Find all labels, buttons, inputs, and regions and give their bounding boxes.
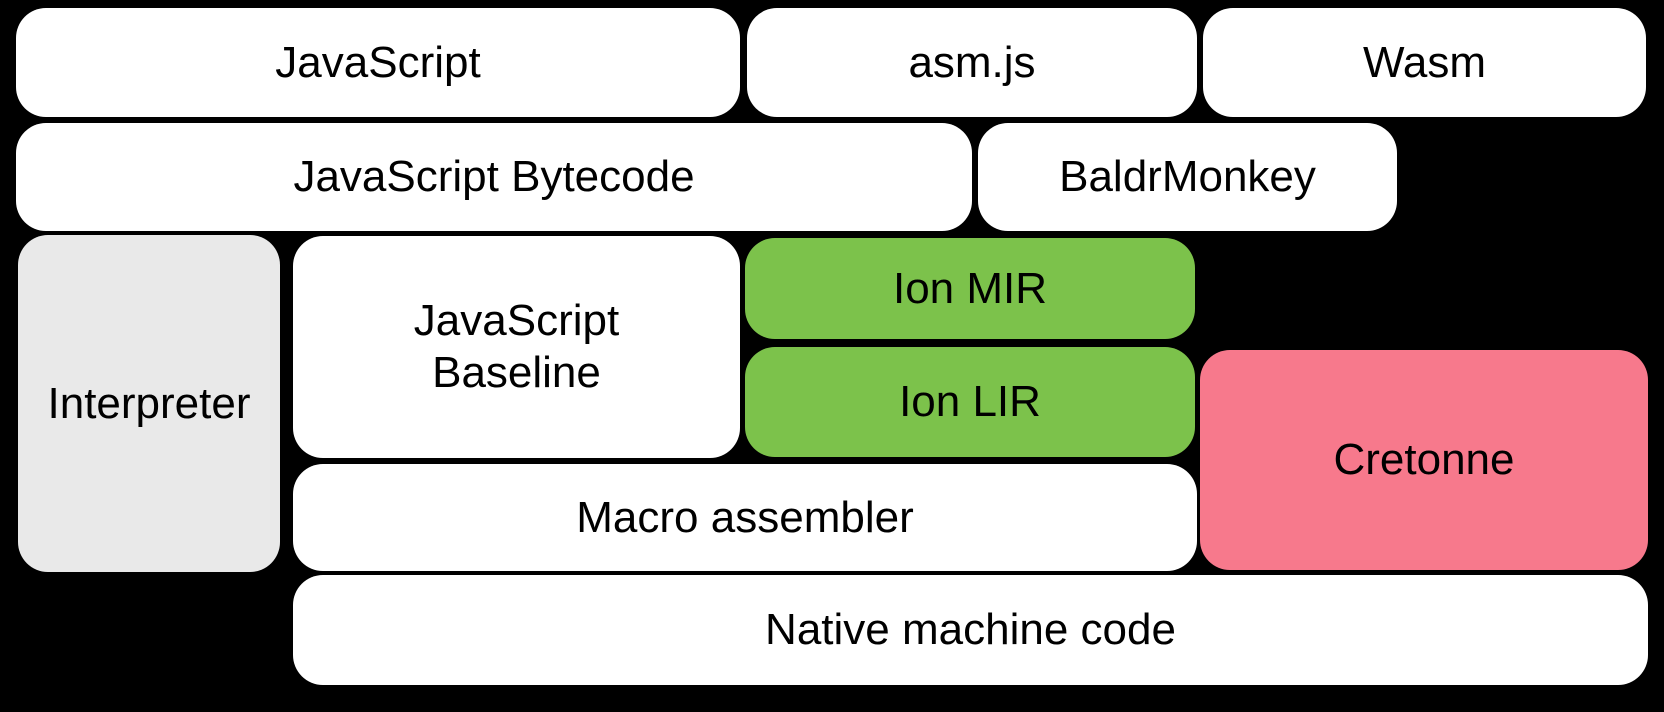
- node-ion-lir-label: Ion LIR: [899, 377, 1041, 427]
- node-macro-assembler: Macro assembler: [293, 464, 1197, 571]
- node-wasm: Wasm: [1203, 8, 1646, 117]
- node-cretonne-label: Cretonne: [1333, 435, 1515, 485]
- node-javascript-baseline-label: JavaScript Baseline: [413, 296, 620, 397]
- node-javascript-bytecode: JavaScript Bytecode: [16, 123, 972, 231]
- node-javascript: JavaScript: [16, 8, 740, 117]
- node-javascript-baseline: JavaScript Baseline: [293, 236, 740, 458]
- node-javascript-bytecode-label: JavaScript Bytecode: [293, 152, 695, 202]
- node-ion-mir-label: Ion MIR: [892, 263, 1048, 313]
- node-cretonne: Cretonne: [1200, 350, 1648, 570]
- node-native-machine-code-label: Native machine code: [765, 605, 1176, 655]
- node-native-machine-code: Native machine code: [293, 575, 1648, 685]
- node-interpreter: Interpreter: [18, 235, 280, 572]
- node-javascript-label: JavaScript: [275, 37, 481, 87]
- node-asmjs: asm.js: [747, 8, 1197, 117]
- node-ion-mir: Ion MIR: [745, 238, 1195, 339]
- node-baldrmonkey: BaldrMonkey: [978, 123, 1397, 231]
- node-interpreter-label: Interpreter: [47, 378, 251, 428]
- node-baldrmonkey-label: BaldrMonkey: [1059, 152, 1316, 202]
- node-ion-lir: Ion LIR: [745, 347, 1195, 457]
- node-wasm-label: Wasm: [1362, 37, 1487, 87]
- node-asmjs-label: asm.js: [908, 37, 1036, 87]
- node-macro-assembler-label: Macro assembler: [576, 492, 914, 542]
